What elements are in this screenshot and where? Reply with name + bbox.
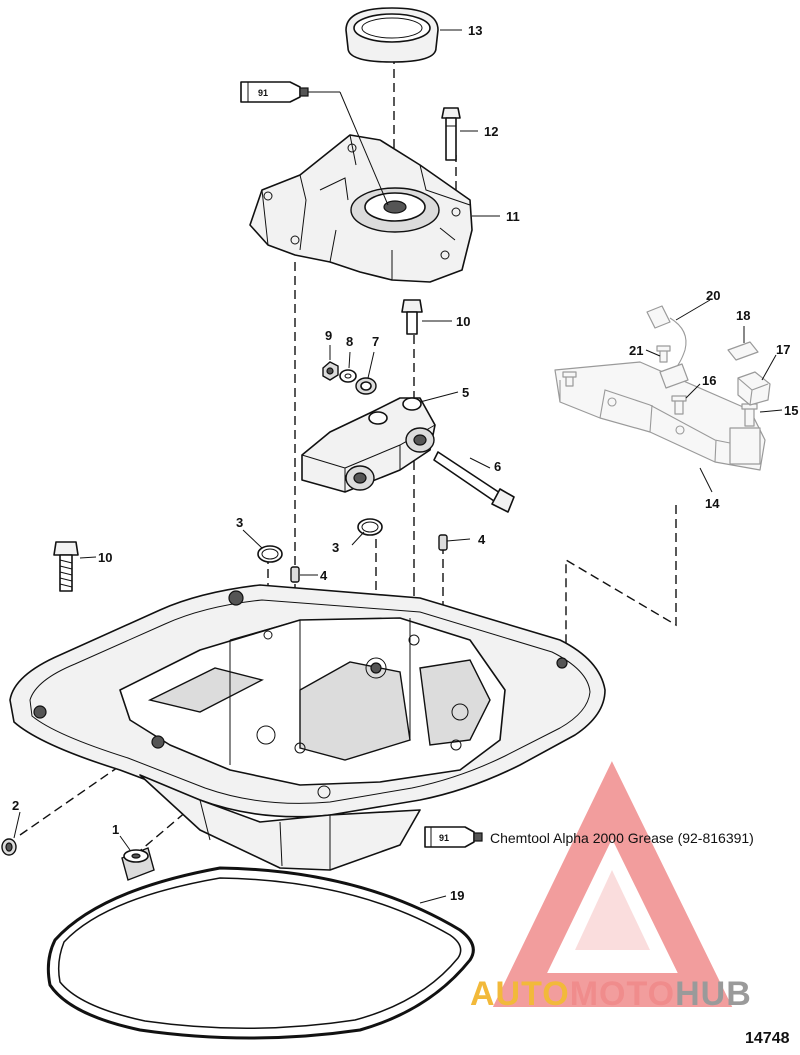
callout-6: 6 (494, 459, 501, 474)
callout-2: 2 (12, 798, 19, 813)
sealant-tube-icon: 91 (240, 81, 309, 103)
callout-3-right: 3 (332, 540, 339, 555)
callout-14: 14 (705, 496, 720, 511)
watermark-auto: AUTO (470, 975, 570, 1013)
sensor-part-20 (646, 305, 689, 389)
svg-text:AUTOMOTOHUB: AUTOMOTOHUB (470, 975, 752, 1013)
leader-lines (13, 29, 783, 904)
callout-18: 18 (736, 308, 750, 323)
callout-21: 21 (629, 343, 643, 358)
sealant-tube-legend-icon: 91 (424, 826, 483, 848)
bushing-part-7 (355, 377, 377, 395)
sealant-code-top: 91 (258, 88, 268, 98)
bolt-part-6 (433, 451, 515, 513)
callout-13: 13 (468, 23, 482, 38)
screw-part-21 (656, 345, 671, 363)
bracket-part-17 (737, 371, 771, 406)
housing-part-11 (249, 134, 473, 283)
callout-labels: 13 12 11 10 9 8 7 5 6 3 3 4 4 10 2 1 19 … (12, 23, 798, 903)
callout-16: 16 (702, 373, 716, 388)
bracket-part-5 (301, 397, 436, 493)
callout-17: 17 (776, 342, 790, 357)
oil-pan (139, 774, 421, 871)
bolt-part-10-left (53, 541, 79, 592)
callout-9: 9 (325, 328, 332, 343)
callout-4-right: 4 (478, 532, 486, 547)
callout-4-left: 4 (320, 568, 328, 583)
sealant-legend-text: Chemtool Alpha 2000 Grease (92-816391) (490, 830, 754, 846)
nut-part-9 (322, 361, 339, 381)
watermark-triangle-logo (492, 761, 733, 1007)
clip-part-18 (727, 341, 759, 361)
dowel-pin-part-4-right (438, 534, 448, 551)
callout-3-left: 3 (236, 515, 243, 530)
sealant-code-legend: 91 (439, 833, 449, 843)
bolt-part-12 (441, 107, 461, 161)
gasket-part-19 (46, 866, 475, 1040)
callout-5: 5 (462, 385, 469, 400)
callout-20: 20 (706, 288, 720, 303)
watermark-wordmark: AUTOMOTOHUB (470, 975, 752, 1013)
drawing-number: 14748 (745, 1030, 790, 1047)
dowel-pin-part-4-left (290, 566, 300, 583)
callout-12: 12 (484, 124, 498, 139)
callout-19: 19 (450, 888, 464, 903)
callout-1: 1 (112, 822, 119, 837)
callout-10-upper: 10 (456, 314, 470, 329)
callout-10-left: 10 (98, 550, 112, 565)
screw-tray-left (562, 371, 577, 387)
tray-part-14 (554, 361, 766, 471)
callout-15: 15 (784, 403, 798, 418)
watermark-hub: HUB (675, 975, 752, 1013)
callout-7: 7 (372, 334, 379, 349)
callout-11: 11 (506, 209, 520, 224)
watermark-moto: MOTO (570, 975, 675, 1013)
o-ring-part-3-left (257, 545, 283, 563)
o-ring-part-3-right (357, 518, 383, 536)
plug-part-1 (121, 847, 155, 881)
screw-part-16 (671, 395, 687, 415)
callout-8: 8 (346, 334, 353, 349)
washer-part-8 (339, 369, 357, 383)
plug-part-2 (1, 838, 17, 856)
seal-part-13 (345, 7, 439, 63)
bolt-part-10-upper (401, 299, 423, 335)
adapter-plate-main (9, 584, 606, 818)
